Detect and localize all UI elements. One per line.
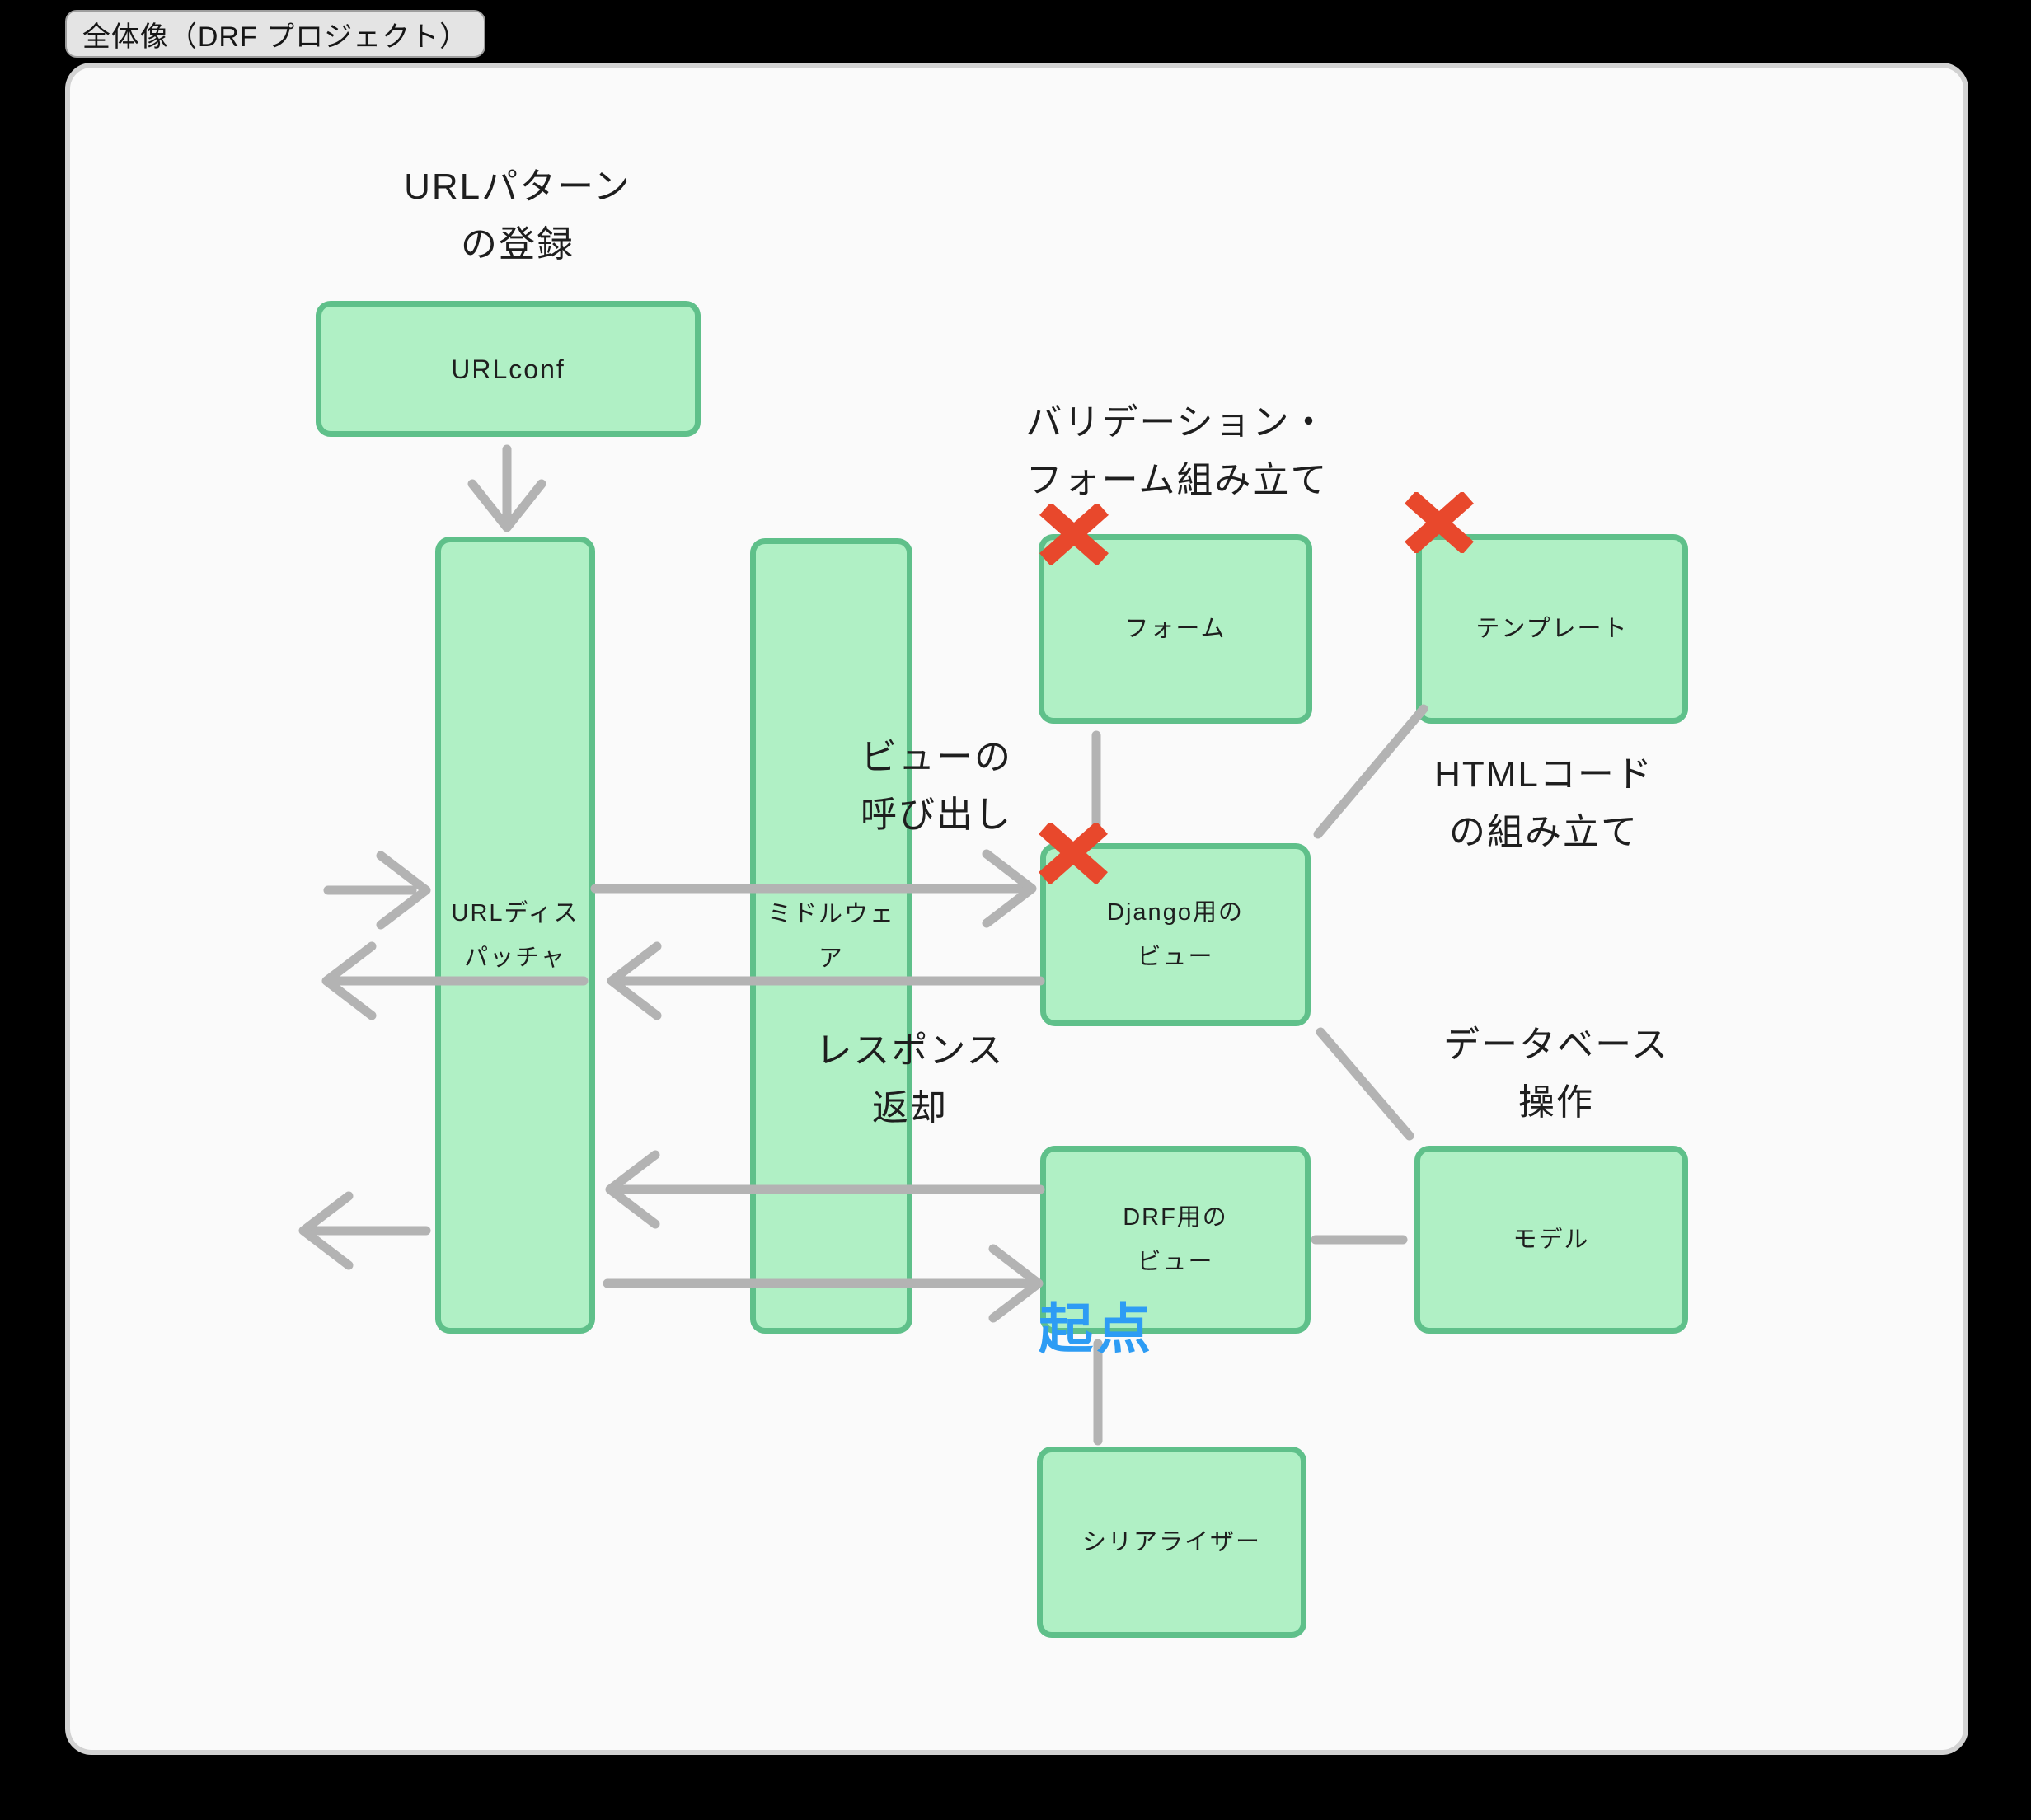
node-url-dispatcher-line1: URLディス (451, 899, 579, 926)
node-urlconf[interactable]: URLconf (316, 301, 701, 437)
node-serializer[interactable]: シリアライザー (1037, 1447, 1306, 1638)
label-database-operation[interactable]: データベース 操作 (1443, 1025, 1669, 1123)
node-django-view[interactable]: Django用の ビュー (1040, 843, 1311, 1026)
node-middleware-line2: ア (818, 945, 844, 972)
node-drf-view-line1: DRF用の (1123, 1204, 1228, 1231)
diagram-title-tab[interactable]: 全体像（DRF プロジェクト） (65, 10, 485, 58)
label-html-code-build[interactable]: HTMLコード の組み立て (1434, 754, 1653, 852)
label-validation-form-build[interactable]: バリデーション・ フォーム組み立て (1025, 402, 1329, 500)
diagram-title-label: 全体像（DRF プロジェクト） (82, 21, 469, 53)
node-model[interactable]: モデル (1414, 1146, 1688, 1334)
node-urlconf-label: URLconf (451, 354, 565, 384)
x-mark-django-view[interactable] (1038, 823, 1109, 884)
node-drf-view[interactable]: DRF用の ビュー (1040, 1146, 1311, 1334)
node-template[interactable]: テンプレート (1416, 534, 1688, 724)
node-form[interactable]: フォーム (1039, 534, 1312, 724)
node-template-label: テンプレート (1475, 616, 1629, 642)
label-view-call[interactable]: ビューの 呼び出し (861, 737, 1012, 835)
node-model-label: モデル (1513, 1227, 1590, 1253)
node-middleware[interactable]: ミドルウェ ア (750, 538, 912, 1334)
node-django-view-line2: ビュー (1137, 944, 1214, 970)
node-django-view-line1: Django用の (1107, 899, 1244, 926)
node-drf-view-line2: ビュー (1137, 1249, 1214, 1275)
node-url-dispatcher[interactable]: URLディス パッチャ (435, 537, 595, 1334)
label-response-return[interactable]: レスポンス 返却 (815, 1030, 1005, 1128)
label-origin-point[interactable]: 起点 (1039, 1298, 1154, 1359)
x-mark-form[interactable] (1039, 504, 1109, 565)
label-url-pattern-registration[interactable]: URLパターン の登録 (404, 167, 631, 265)
node-form-label: フォーム (1124, 616, 1227, 642)
node-middleware-line1: ミドルウェ (767, 900, 895, 927)
node-serializer-label: シリアライザー (1081, 1529, 1261, 1555)
node-url-dispatcher-line2: パッチャ (464, 944, 566, 971)
x-mark-template[interactable] (1404, 492, 1475, 553)
